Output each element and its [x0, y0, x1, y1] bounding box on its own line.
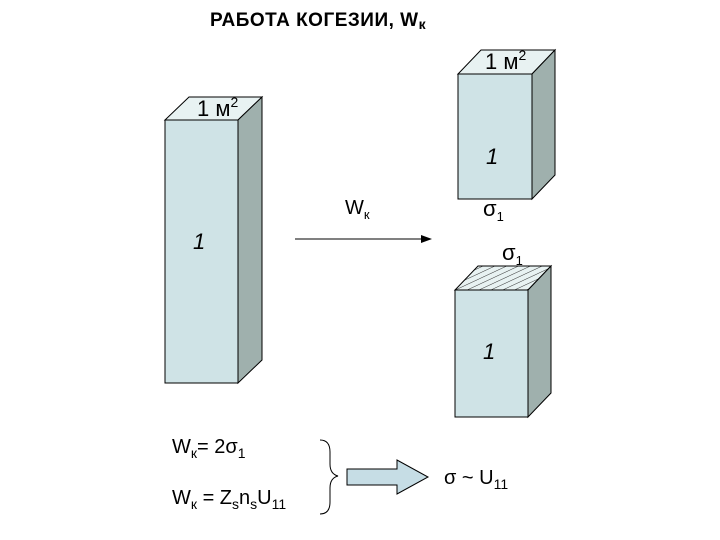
right-top-index: 1: [486, 144, 499, 169]
right-bottom-sigma: σ1: [502, 240, 523, 268]
result-relation: σ ~ U11: [444, 467, 509, 492]
right-top-block: [456, 48, 557, 201]
title-text: РАБОТА КОГЕЗИИ, W: [210, 10, 419, 31]
page-title: РАБОТА КОГЕЗИИ, Wк: [210, 10, 426, 32]
left-block-side: [237, 95, 263, 385]
right-bottom-index: 1: [483, 339, 496, 364]
left-block: [163, 95, 264, 385]
left-block-area-label: 1 м2: [197, 94, 239, 121]
right-top-block-face: [457, 73, 533, 200]
right-bottom-block-face: [454, 289, 529, 418]
right-top-sigma: σ1: [483, 196, 504, 224]
brace: [319, 439, 339, 515]
formula-work-energy: Wк = ZsnsU11: [172, 487, 287, 512]
right-top-area-label: 1 м2: [485, 47, 527, 74]
arrow-label: Wк: [345, 197, 370, 222]
left-block-index: 1: [193, 229, 206, 254]
right-bottom-block: [453, 264, 553, 419]
right-top-block-side: [531, 48, 556, 201]
formula-work-sigma: Wк= 2σ1: [172, 436, 246, 461]
left-block-face: [164, 119, 239, 384]
block-arrow: [346, 459, 430, 495]
right-bottom-block-side: [527, 264, 552, 419]
transition-arrow: [295, 235, 432, 243]
title-sub: к: [418, 16, 427, 32]
